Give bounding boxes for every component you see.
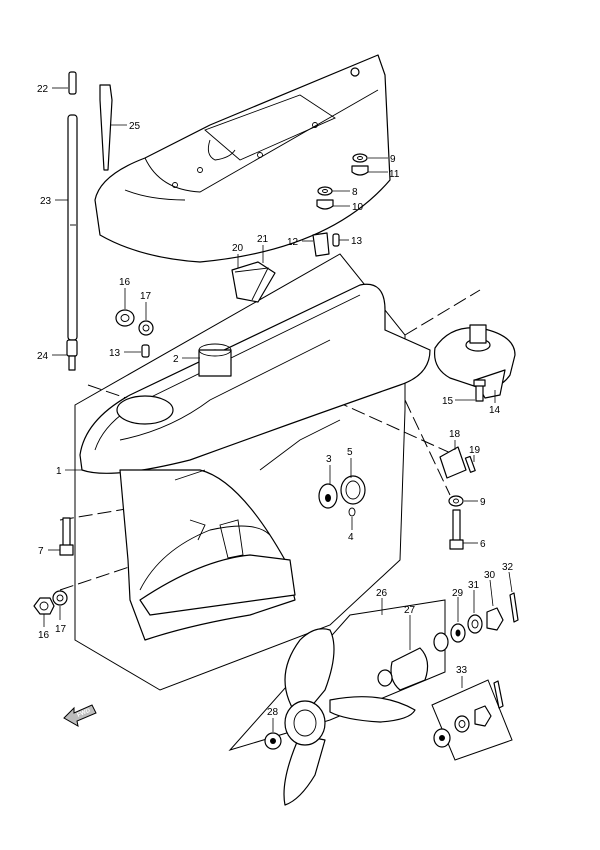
callout-4: 4 [348,532,354,543]
propeller-hardware [377,592,519,691]
callout-19: 19 [469,445,481,456]
callout-12: 12 [287,237,299,248]
callout-16: 16 [119,277,131,288]
callout-1: 1 [56,466,62,477]
callout-6: 6 [480,539,486,550]
upper-cover [94,54,391,263]
leader-lines [43,87,513,732]
fwd-arrow: FWD [63,704,97,727]
propeller [264,628,416,806]
callout-17b: 17 [55,624,67,635]
callout-9b: 9 [480,497,486,508]
callout-32: 32 [502,562,514,573]
callout-5: 5 [347,447,353,458]
callout-27: 27 [404,605,416,616]
callout-28: 28 [267,707,279,718]
anode-cover [433,324,516,402]
callout-3: 3 [326,454,332,465]
callout-13: 13 [351,236,363,247]
right-fasteners [439,446,476,550]
callout-10: 10 [352,202,364,213]
callout-23: 23 [40,196,52,207]
callout-33: 33 [456,665,468,676]
callout-18: 18 [449,429,461,440]
callout-13b: 13 [109,348,121,359]
callout-14: 14 [489,405,501,416]
gear-case-housing [79,283,431,641]
small-hardware-middle [141,232,340,358]
callout-labels: 22 25 23 9 11 8 10 12 13 20 21 16 17 13 … [37,84,514,718]
callout-21: 21 [257,234,269,245]
callout-2: 2 [173,354,179,365]
fwd-label: FWD [76,708,92,719]
callout-20: 20 [232,243,244,254]
callout-29: 29 [452,588,464,599]
callout-17: 17 [140,291,152,302]
callout-11: 11 [389,169,400,180]
callout-25: 25 [129,121,141,132]
callout-26: 26 [376,588,388,599]
small-hardware-upper [316,153,369,210]
bearing-seal-group [318,475,366,517]
callout-24: 24 [37,351,49,362]
left-fasteners [33,517,74,615]
callout-7: 7 [38,546,44,557]
callout-9: 9 [390,154,396,165]
callout-31: 31 [468,580,480,591]
callout-16b: 16 [38,630,50,641]
callout-22: 22 [37,84,49,95]
callout-8: 8 [352,187,358,198]
callout-30: 30 [484,570,496,581]
callout-15: 15 [442,396,454,407]
shift-rod-assembly [66,71,113,371]
propeller-nut-kit [433,680,504,748]
bushing-and-seal-upper [115,309,154,336]
